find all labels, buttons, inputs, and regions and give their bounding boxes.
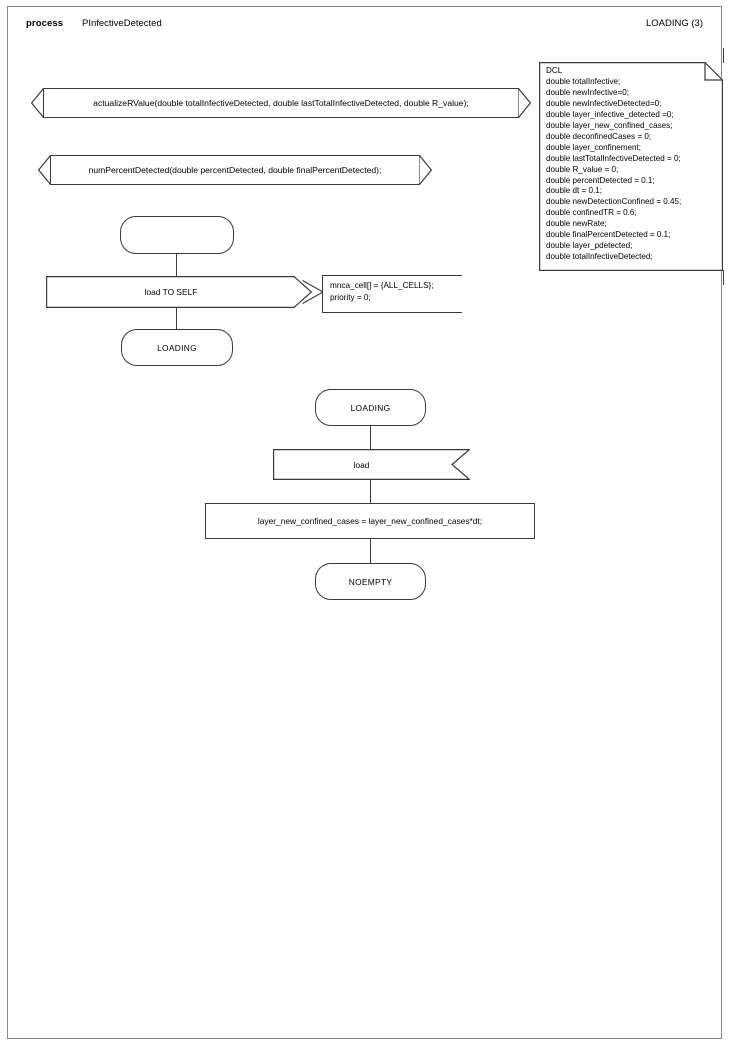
output-symbol-load-to-self: load TO SELF bbox=[46, 276, 312, 308]
state-symbol-loading-1: LOADING bbox=[121, 329, 233, 366]
header-process-name: PInfectiveDetected bbox=[82, 18, 162, 29]
header-keyword: process bbox=[26, 18, 64, 29]
procedure-right-point-icon bbox=[518, 88, 532, 118]
state-label-noempty: NOEMPTY bbox=[348, 576, 393, 587]
procedure-symbol-numPercentDetected: numPercentDetected(double percentDetecte… bbox=[37, 155, 433, 185]
dcl-note-stem-bottom bbox=[723, 270, 724, 285]
procedure-symbol-actualizeRValue: actualizeRValue(double totalInfectiveDet… bbox=[30, 88, 532, 118]
output-symbol-outline bbox=[46, 276, 312, 308]
flowline-input-to-task bbox=[370, 480, 371, 504]
comment-connector-line bbox=[302, 280, 325, 304]
dcl-note-outline bbox=[539, 62, 723, 271]
state-label-loading-1: LOADING bbox=[157, 342, 197, 353]
input-symbol-label: load bbox=[353, 459, 370, 470]
state-symbol-loading-2: LOADING bbox=[315, 389, 426, 426]
dcl-note-text: DCL double totalInfective; double newInf… bbox=[546, 66, 682, 262]
flowline-loading-to-input bbox=[370, 426, 371, 450]
input-symbol-outline bbox=[273, 449, 470, 480]
procedure-label-actualizeRValue: actualizeRValue(double totalInfectiveDet… bbox=[43, 88, 519, 118]
dcl-note: DCL double totalInfective; double newInf… bbox=[539, 62, 723, 271]
procedure-left-point-icon bbox=[30, 88, 44, 118]
flowline-start-to-output bbox=[176, 254, 177, 277]
output-symbol-label: load TO SELF bbox=[144, 287, 198, 297]
procedure-left-point-icon bbox=[37, 155, 51, 185]
state-symbol-noempty: NOEMPTY bbox=[315, 563, 426, 600]
state-label-loading-2: LOADING bbox=[350, 402, 391, 413]
comment-box-load-to-self: mnca_cell[] = {ALL_CELLS}; priority = 0; bbox=[322, 275, 462, 313]
task-label: layer_new_confined_cases = layer_new_con… bbox=[257, 516, 483, 526]
header-page-label: LOADING (3) bbox=[645, 18, 703, 29]
dcl-note-stem-top bbox=[723, 48, 724, 63]
flowline-task-to-noempty bbox=[370, 539, 371, 563]
flowline-output-to-loading bbox=[176, 308, 177, 329]
procedure-right-point-icon bbox=[419, 155, 433, 185]
task-symbol-layer-new-confined-cases: layer_new_confined_cases = layer_new_con… bbox=[205, 503, 535, 539]
start-state-symbol bbox=[120, 216, 234, 254]
input-symbol-load: load bbox=[273, 449, 470, 480]
procedure-label-numPercentDetected: numPercentDetected(double percentDetecte… bbox=[50, 155, 420, 185]
